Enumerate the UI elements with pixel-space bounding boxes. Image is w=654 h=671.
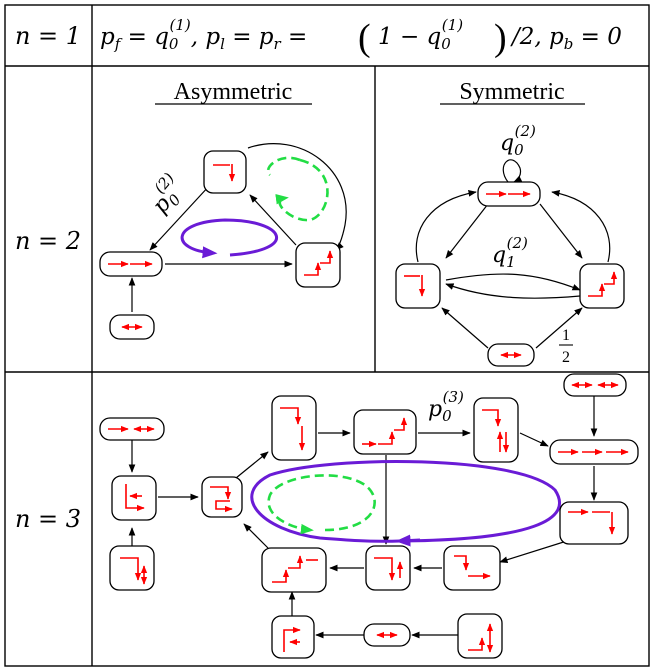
n3-edge-label: p0(3)	[428, 388, 464, 425]
purple-cycle	[180, 218, 278, 259]
state-right	[295, 242, 341, 288]
n3-state-e	[271, 395, 317, 461]
n3-state-a	[99, 417, 165, 441]
edge-right-to-top	[249, 194, 297, 246]
n3-state-f	[353, 409, 417, 455]
row1-formula: pf = q0(1), pl = pr = ( 1 − q0(1) ) /2, …	[100, 16, 622, 59]
n3-state-c	[109, 545, 155, 591]
state-bottom	[109, 314, 155, 340]
n3-state-g	[473, 397, 519, 463]
table-grid	[4, 4, 650, 667]
svg-text:/2, pb = 0: /2, pb = 0	[510, 24, 622, 53]
green-dashed-cycle	[275, 158, 329, 222]
n3-state-m	[261, 547, 327, 593]
sym-state-top	[477, 181, 541, 207]
row-label-n2: n = 2	[15, 227, 81, 255]
edge-top-to-right-curve	[247, 143, 347, 251]
n3-state-h	[563, 373, 627, 397]
sym-state-bottom	[487, 343, 535, 367]
svg-text:pf = q0(1), pl = pr =: pf = q0(1), pl = pr =	[100, 16, 307, 53]
n3-state-p	[457, 613, 503, 659]
state-top	[203, 150, 247, 194]
svg-text:1 − q0(1): 1 − q0(1)	[378, 16, 463, 53]
n3-graph: p0(3)	[99, 373, 639, 659]
n3-state-b	[111, 475, 157, 521]
n3-state-n	[271, 615, 315, 659]
svg-text:): )	[494, 17, 507, 59]
row-label-n1: n = 1	[15, 22, 81, 50]
row-label-n3: n = 3	[15, 505, 81, 533]
symmetric-title: Symmetric	[459, 79, 564, 105]
svg-text:(: (	[358, 17, 371, 59]
sym-state-right	[579, 263, 625, 309]
n3-state-j	[559, 501, 629, 545]
n3-state-d	[201, 476, 243, 518]
asymmetric-graph: p0(2)	[99, 143, 347, 340]
n3-state-l	[365, 545, 411, 591]
sym-mid-label: q1(2)	[492, 234, 528, 271]
svg-text:2: 2	[562, 349, 570, 366]
symmetric-graph: q0(2) q1(2) 1 2	[395, 122, 625, 367]
svg-text:1: 1	[562, 327, 570, 344]
n3-state-k	[443, 545, 501, 591]
asymmetric-title: Asymmetric	[174, 79, 293, 105]
edge-top-to-left	[149, 184, 211, 251]
sym-fraction: 1 2	[559, 327, 573, 366]
sym-loop-label: q0(2)	[500, 122, 536, 159]
self-loop	[502, 159, 523, 183]
n3-state-i	[549, 439, 639, 465]
n3-state-o	[363, 623, 411, 647]
state-left	[99, 251, 163, 277]
sym-state-left	[395, 263, 441, 309]
